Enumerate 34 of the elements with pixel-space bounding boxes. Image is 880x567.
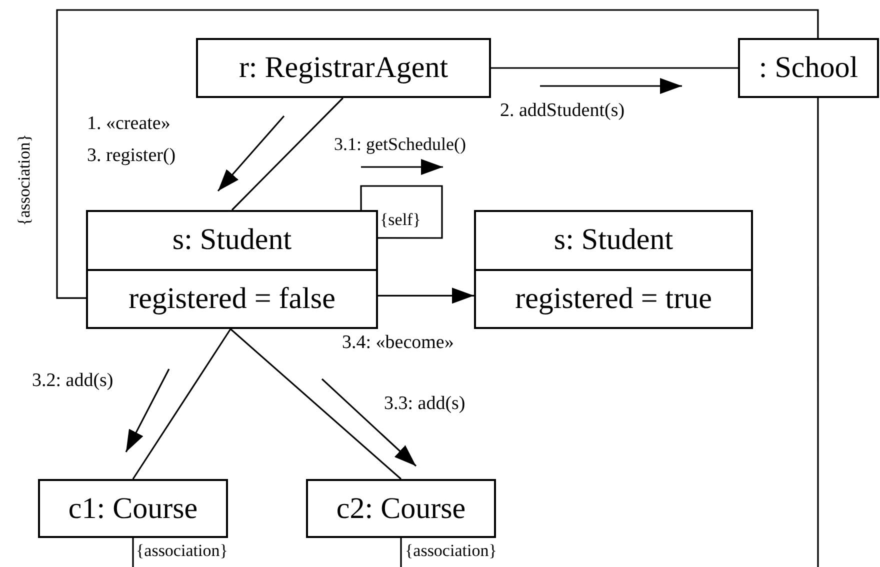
message-label: 3.3: add(s) bbox=[384, 393, 466, 415]
edge-label: {self} bbox=[380, 211, 421, 230]
attribute-value: registered = true bbox=[476, 268, 751, 327]
object-name: c2: Course bbox=[335, 490, 467, 526]
association-line bbox=[360, 185, 443, 239]
object-box bbox=[196, 38, 491, 98]
object-box bbox=[474, 210, 753, 329]
object-name: s: Student bbox=[552, 222, 674, 258]
message-label: 1. «create» bbox=[87, 113, 170, 135]
association-line bbox=[132, 538, 134, 567]
edge-label: {association} bbox=[16, 134, 34, 226]
edge-label: {association} bbox=[405, 542, 497, 561]
attribute-value: registered = false bbox=[88, 268, 376, 327]
message-label: 3. register() bbox=[87, 145, 176, 167]
object-box bbox=[306, 479, 496, 538]
object-name: r: RegistrarAgent bbox=[238, 50, 450, 86]
object-box bbox=[738, 38, 879, 98]
association-line bbox=[231, 97, 344, 211]
association-line bbox=[132, 328, 232, 480]
message-label: 3.1: getSchedule() bbox=[334, 134, 466, 155]
edge-label: {association} bbox=[136, 542, 228, 561]
object-name: : School bbox=[758, 50, 860, 86]
object-box bbox=[86, 210, 378, 329]
association-line bbox=[400, 538, 402, 567]
message-arrow bbox=[378, 288, 474, 304]
object-box bbox=[38, 479, 228, 538]
association-line bbox=[817, 98, 819, 567]
object-name: s: Student bbox=[171, 222, 293, 258]
object-name: c1: Course bbox=[67, 490, 199, 526]
message-label: 3.2: add(s) bbox=[32, 370, 114, 392]
association-line bbox=[56, 9, 819, 299]
message-label: 2. addStudent(s) bbox=[500, 100, 625, 122]
association-line bbox=[491, 67, 738, 69]
association-line bbox=[230, 328, 402, 480]
